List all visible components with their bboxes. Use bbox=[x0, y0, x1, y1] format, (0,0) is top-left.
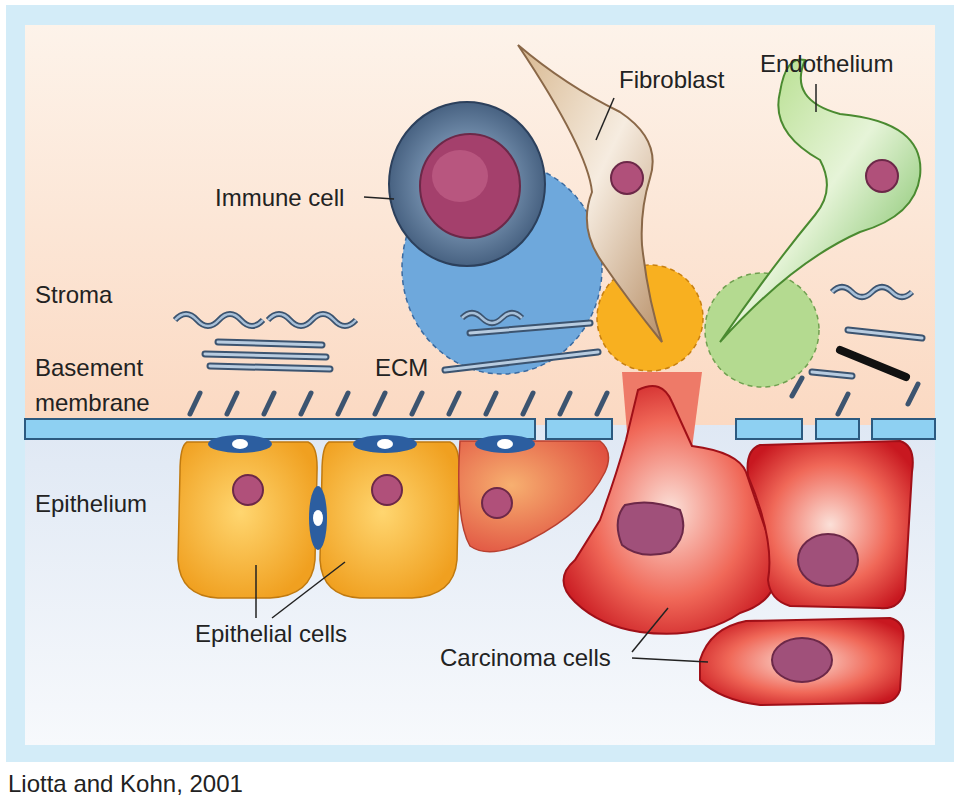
figure-caption: Liotta and Kohn, 2001 bbox=[8, 766, 243, 800]
structure-label: ECM bbox=[375, 350, 428, 385]
cell-label: Epithelial cells bbox=[195, 616, 347, 651]
region-label: Stroma bbox=[35, 277, 112, 312]
region-label: Epithelium bbox=[35, 486, 147, 521]
region-label: Basement membrane bbox=[35, 350, 185, 420]
cell-label: Endothelium bbox=[760, 46, 893, 81]
cell-label: Carcinoma cells bbox=[440, 640, 611, 675]
cell-label: Fibroblast bbox=[619, 62, 724, 97]
cell-label: Immune cell bbox=[215, 180, 344, 215]
